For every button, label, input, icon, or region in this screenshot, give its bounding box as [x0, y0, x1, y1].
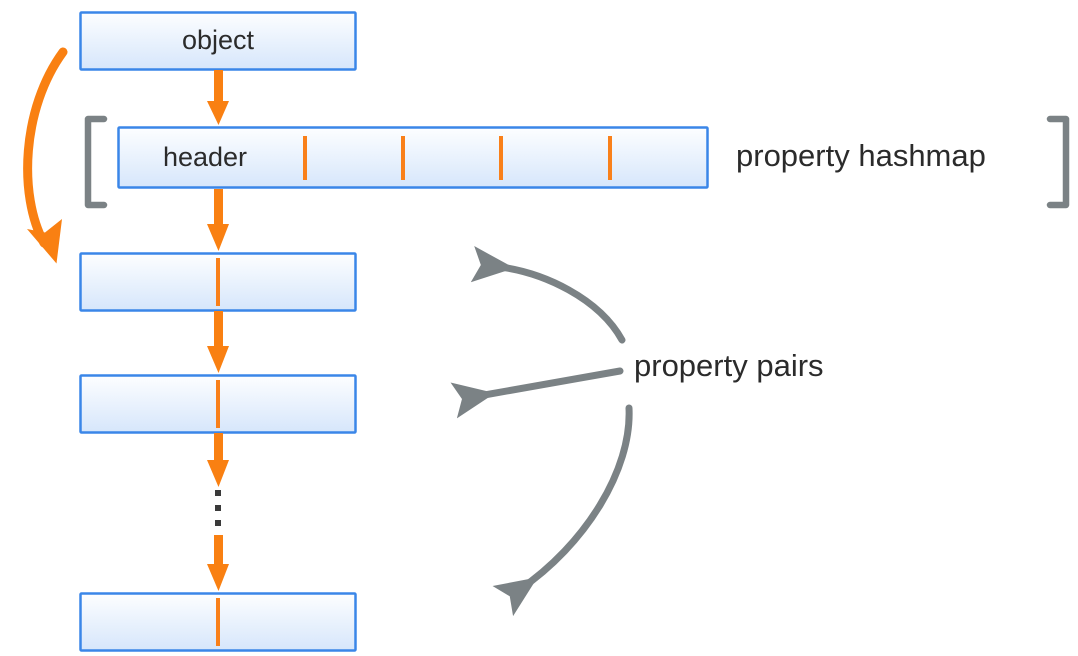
vertical-ellipsis — [215, 490, 221, 526]
arrow-head — [207, 224, 229, 251]
header-divider-1 — [303, 136, 307, 180]
pair-box-divider — [216, 380, 220, 428]
gray-arrow-to-pairn — [492, 404, 633, 617]
property-hashmap-label: property hashmap — [736, 138, 986, 173]
arrow-shaft — [214, 189, 223, 226]
curved-arrow-head — [27, 219, 62, 264]
orange-arrow-pair1-to-pair2 — [207, 311, 229, 373]
pair-box-divider — [216, 258, 220, 306]
gray-arrow-to-pair2 — [450, 367, 624, 419]
curved-arrow-shaft — [23, 47, 68, 248]
object-box-label: object — [182, 25, 255, 55]
ellipsis-dot — [215, 490, 221, 496]
header-divider-2 — [401, 136, 405, 180]
gray-arrow-to-pair1 — [470, 246, 626, 344]
property-pairs-callout-arrows — [450, 246, 633, 617]
arrow-head — [207, 101, 229, 125]
orange-arrow-ellipsis-to-pairn — [207, 535, 229, 591]
property-pair-box-1 — [79, 252, 357, 312]
arrow-shaft — [214, 433, 223, 462]
header-box-rect — [117, 126, 709, 189]
arrow-shaft — [214, 70, 223, 103]
header-divider-3 — [499, 136, 503, 180]
pair-box-divider — [216, 598, 220, 646]
header-divider-4 — [608, 136, 612, 180]
orange-arrow-header-to-pair1 — [207, 189, 229, 251]
arrow-head — [207, 564, 229, 591]
ellipsis-dot — [215, 505, 221, 511]
property-pair-box-n — [79, 592, 357, 652]
left-bracket-path — [84, 115, 108, 209]
right-bracket-path — [1046, 115, 1070, 209]
property-pair-box-2 — [79, 374, 357, 434]
arrow-head — [207, 460, 229, 487]
arrow-head — [207, 346, 229, 373]
orange-arrow-object-to-header — [207, 70, 229, 125]
arrow-shaft — [214, 311, 223, 348]
header-slot-dividers — [303, 136, 612, 180]
left-bracket — [84, 115, 108, 209]
orange-arrow-pair2-to-ellipsis — [207, 433, 229, 487]
ellipsis-dot — [215, 520, 221, 526]
object-box-rect — [79, 11, 357, 71]
object-to-pair-curved-arrow — [23, 47, 68, 264]
object-box: object — [79, 11, 357, 71]
right-bracket — [1046, 115, 1070, 209]
header-box-label: header — [163, 142, 247, 172]
header-box: header — [117, 126, 709, 189]
arrow-shaft — [214, 535, 223, 566]
property-pairs-label: property pairs — [634, 348, 824, 383]
